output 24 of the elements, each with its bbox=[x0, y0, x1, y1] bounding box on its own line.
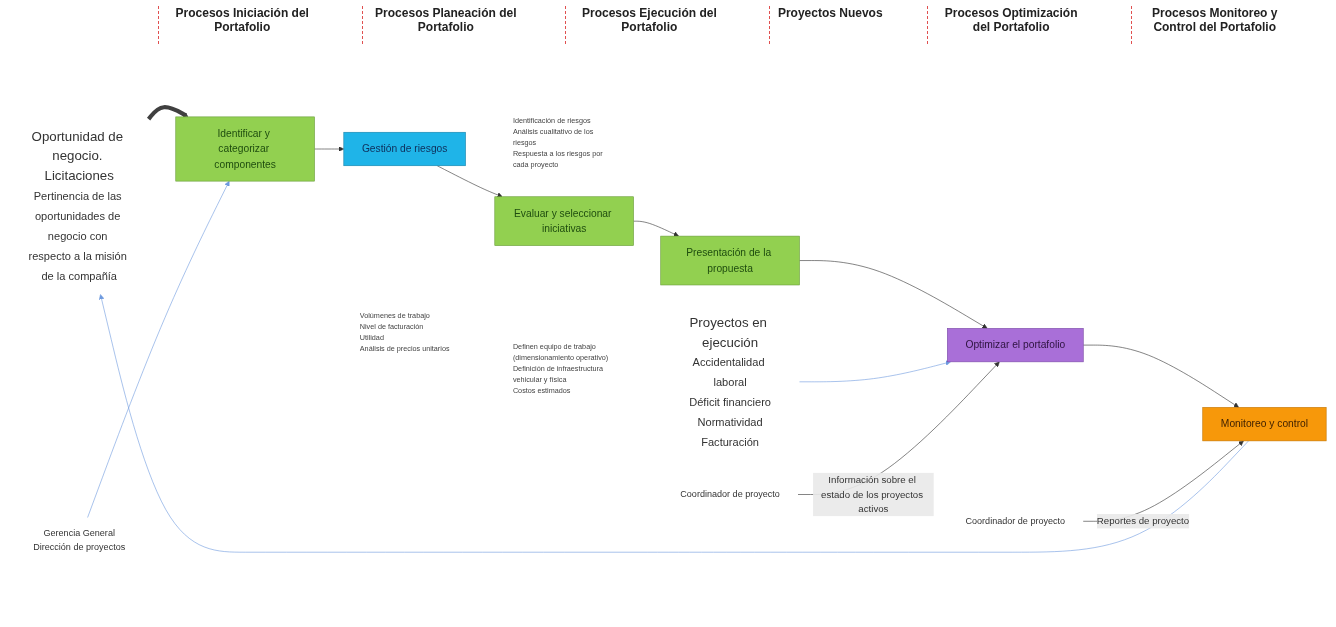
node-text: Coordinador de proyecto bbox=[680, 488, 780, 499]
node-box bbox=[494, 195, 634, 246]
node-text: Oportunidad de negocio. Licitaciones bbox=[31, 127, 124, 183]
node-label: Facturación bbox=[701, 435, 759, 448]
node-text: Gerencia General Dirección de proyectos bbox=[33, 527, 126, 552]
node-label: Déficit financiero bbox=[689, 395, 771, 409]
column-heading: Procesos Iniciación del Portafolio bbox=[158, 6, 326, 44]
node-box bbox=[175, 116, 315, 181]
node-text: Proyectos en ejecución bbox=[689, 314, 767, 350]
node-text: Coordinador de proyecto bbox=[965, 515, 1066, 526]
column-heading: Procesos Optimización del Portafolio bbox=[927, 6, 1095, 44]
node-box bbox=[947, 327, 1084, 362]
column-heading: Procesos Ejecución del Portafolio bbox=[565, 6, 733, 44]
column-heading: Proyectos Nuevos bbox=[768, 6, 891, 44]
edge-label: Información sobre el estado de los proyectos activos bbox=[821, 474, 924, 514]
node-box bbox=[660, 235, 800, 285]
node-box bbox=[1202, 406, 1327, 441]
node-label: Normatividad bbox=[697, 415, 763, 429]
edge-label: Reportes de proyecto bbox=[1096, 515, 1190, 526]
node-label: Pertinencia de las oportunidades de negocio con respecto a la misión de la compañía bbox=[28, 189, 127, 282]
node-box bbox=[343, 131, 466, 166]
column-heading: Procesos Monitoreo y Control del Portafolio bbox=[1130, 6, 1298, 44]
node-label: Accidentalidad laboral bbox=[692, 355, 765, 389]
column-heading: Procesos Planeación del Portafolio bbox=[361, 6, 529, 44]
